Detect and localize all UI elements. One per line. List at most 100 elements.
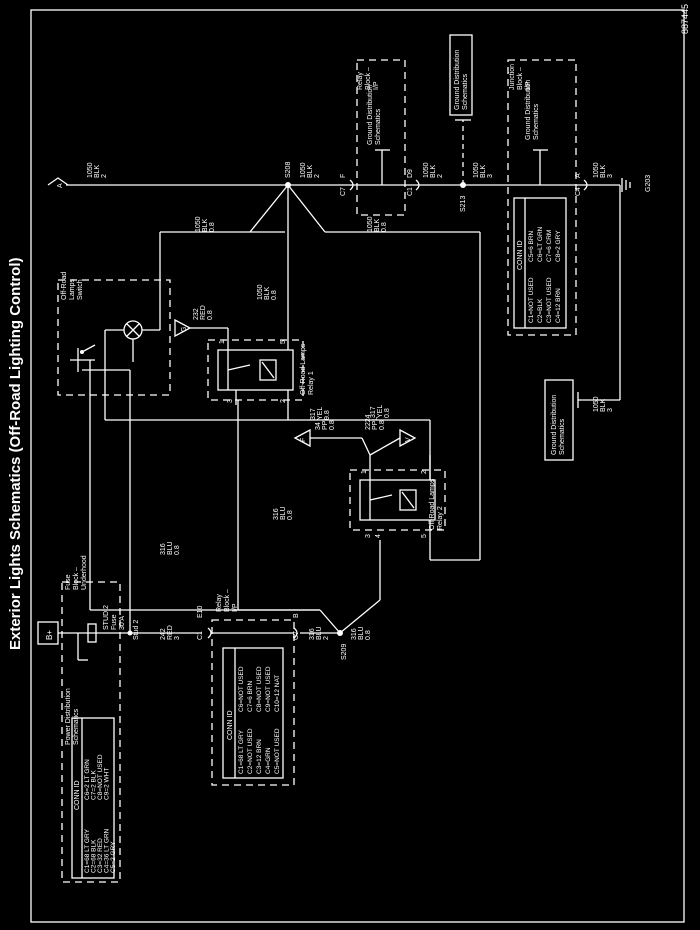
junction-block-label: Junction Block – I/P: [509, 64, 532, 90]
ground-dist-d-label: Ground Distribution Schematics: [551, 395, 566, 455]
svg-text:1050: 1050: [300, 162, 307, 178]
svg-text:232: 232: [193, 308, 200, 320]
wire-1050-2b-label: 1050 BLK 2: [300, 162, 321, 178]
svg-text:C3=NOT USED: C3=NOT USED: [546, 277, 553, 323]
svg-text:C6=2 LT GRN: C6=2 LT GRN: [84, 759, 91, 800]
wire-1050-08b-label: 1050 BLK 0.8: [257, 284, 278, 300]
b-pin-label: B: [293, 613, 300, 618]
s209-label: S209: [341, 644, 348, 660]
svg-text:YEL: YEL: [377, 405, 384, 418]
svg-text:Schematics: Schematics: [375, 108, 382, 145]
svg-text:1: 1: [361, 470, 368, 474]
ground-dist-b-label: Ground Distribution Schematics: [454, 50, 469, 110]
s208-label: S208: [285, 162, 292, 178]
c1-left-label: C1: [197, 631, 204, 640]
svg-text:1050: 1050: [423, 162, 430, 178]
svg-text:1050: 1050: [257, 284, 264, 300]
svg-text:0.8: 0.8: [381, 222, 388, 232]
fuse-block-label: Fuse Block – Underhood: [65, 555, 88, 590]
svg-text:BLK: BLK: [600, 398, 607, 412]
svg-text:Schematics: Schematics: [462, 73, 469, 110]
svg-text:I/P: I/P: [232, 603, 239, 612]
svg-text:0.8: 0.8: [324, 410, 331, 420]
conn-id-relay-rows: C1=68 LT GRY C6=NOT USED C2=NOT USED C7=…: [238, 666, 281, 774]
svg-text:0.8: 0.8: [209, 222, 216, 232]
wire-316c-label: 316 BLU 0.8: [351, 626, 372, 640]
svg-text:Block –: Block –: [73, 567, 80, 590]
s213-label: S213: [460, 196, 467, 212]
svg-text:C1=68 LT GRY: C1=68 LT GRY: [84, 828, 91, 873]
relay-1-box: [207, 339, 304, 401]
relay-1-body: [217, 349, 294, 391]
wire-34-label: 34 PPL 0.8: [315, 417, 336, 430]
b-plus-label: B+: [45, 630, 54, 640]
svg-text:3: 3: [174, 636, 181, 640]
svg-text:PPL: PPL: [372, 417, 379, 430]
svg-text:Underhood: Underhood: [81, 555, 88, 590]
figure-id: 887445: [680, 4, 690, 34]
relay-2-coil: [399, 489, 417, 511]
ground-symbol: [621, 178, 631, 192]
svg-text:C4=36 LT GRN: C4=36 LT GRN: [104, 828, 111, 873]
svg-text:STUD 2: STUD 2: [103, 605, 110, 630]
svg-text:1050: 1050: [593, 396, 600, 412]
wire-316d-label: 316 BLU 2: [309, 626, 330, 640]
g-terminal: [174, 318, 192, 338]
svg-text:1: 1: [219, 340, 226, 344]
relay-1-label: Off-Road Lamps Relay 1: [300, 343, 315, 395]
svg-text:1050: 1050: [593, 162, 600, 178]
svg-text:C4=GRN: C4=GRN: [265, 747, 272, 774]
svg-text:Ground Distribution: Ground Distribution: [454, 50, 461, 110]
f-terminal-label: F: [300, 438, 307, 442]
svg-text:BLU: BLU: [316, 626, 323, 640]
g-terminal-label: G: [181, 327, 188, 332]
svg-text:RED: RED: [167, 625, 174, 640]
svg-text:C8=NOT USED: C8=NOT USED: [97, 754, 104, 800]
svg-text:Off-Road Lamps: Off-Road Lamps: [300, 343, 307, 395]
svg-text:C7=6 CRM: C7=6 CRM: [546, 230, 553, 262]
svg-text:Relay 2: Relay 2: [437, 506, 444, 530]
svg-text:3: 3: [227, 399, 234, 403]
svg-text:Off-Road: Off-Road: [61, 272, 68, 300]
wire-317b-label: 317 YEL 0.8: [370, 405, 391, 418]
svg-text:3: 3: [607, 174, 614, 178]
fuse-symbol: [87, 623, 97, 643]
svg-text:0.8: 0.8: [365, 630, 372, 640]
svg-text:BLK: BLK: [307, 164, 314, 178]
svg-text:BLK: BLK: [430, 164, 437, 178]
switch-contact-symbol: [70, 344, 96, 372]
svg-text:30 A: 30 A: [119, 616, 126, 630]
ground-dist-c-label: Ground Distribution Schematics: [525, 80, 540, 140]
wire-1050-3c-label: 1050 BLK 3: [593, 396, 614, 412]
svg-text:316: 316: [273, 508, 280, 520]
svg-text:YEL: YEL: [317, 407, 324, 420]
conn-id-junction-heading: CONN ID: [517, 240, 524, 270]
svg-text:5: 5: [280, 340, 287, 344]
svg-text:C8=NOT USED: C8=NOT USED: [256, 666, 263, 712]
conn-id-relay-heading: CONN ID: [227, 710, 234, 740]
svg-text:C5=6 BRN: C5=6 BRN: [528, 230, 535, 262]
svg-text:1050: 1050: [473, 162, 480, 178]
conn-id-fuse-table: [71, 717, 115, 879]
svg-text:C7=6 BRN: C7=6 BRN: [247, 680, 254, 712]
svg-text:Lamps: Lamps: [69, 278, 76, 300]
svg-text:316: 316: [351, 628, 358, 640]
svg-text:Switch: Switch: [77, 279, 84, 300]
svg-text:317: 317: [370, 406, 377, 418]
relay-2-pins: 1 2 3 4 5: [361, 470, 428, 538]
svg-text:2: 2: [421, 470, 428, 474]
svg-text:BLK: BLK: [600, 164, 607, 178]
wire-317a-label: 317 YEL 0.8: [310, 407, 331, 420]
svg-text:Relay: Relay: [357, 72, 364, 90]
svg-text:C9=2 WHT: C9=2 WHT: [104, 768, 111, 800]
svg-text:2: 2: [437, 174, 444, 178]
relay-block-ip-label: Relay Block – I/P: [216, 589, 239, 612]
g203-label: G203: [645, 175, 652, 192]
c4-label: C4: [575, 187, 582, 196]
svg-text:34: 34: [315, 422, 322, 430]
a-pin-label: A: [575, 173, 582, 178]
svg-text:2: 2: [323, 636, 330, 640]
diagram-frame: [30, 9, 685, 923]
svg-text:C3=12 BRN: C3=12 BRN: [256, 739, 263, 774]
c7-f-label: C7: [340, 187, 347, 196]
